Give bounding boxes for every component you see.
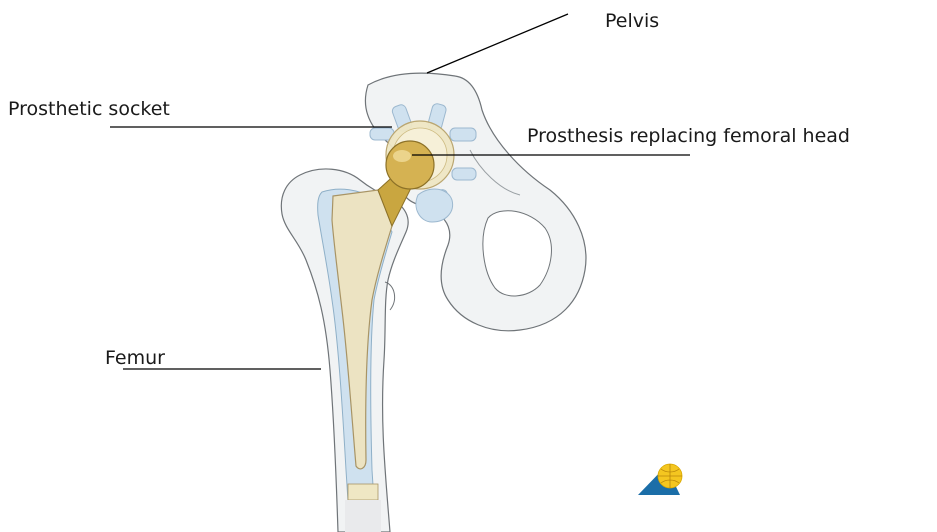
femur-shaft-lower <box>345 500 381 532</box>
head-highlight <box>393 150 411 162</box>
label-prosthetic-socket: Prosthetic socket <box>8 100 170 119</box>
publisher-logo <box>638 464 682 495</box>
label-femur: Femur <box>105 349 165 368</box>
obturator-foramen <box>483 211 552 296</box>
cement-plug <box>348 484 378 500</box>
prosthetic-femoral-head <box>386 141 434 189</box>
leader-line-pelvis <box>427 14 568 73</box>
label-pelvis: Pelvis <box>605 12 659 31</box>
ligament-patch <box>416 189 453 222</box>
label-prosthesis-femoral-head: Prosthesis replacing femoral head <box>527 127 850 146</box>
